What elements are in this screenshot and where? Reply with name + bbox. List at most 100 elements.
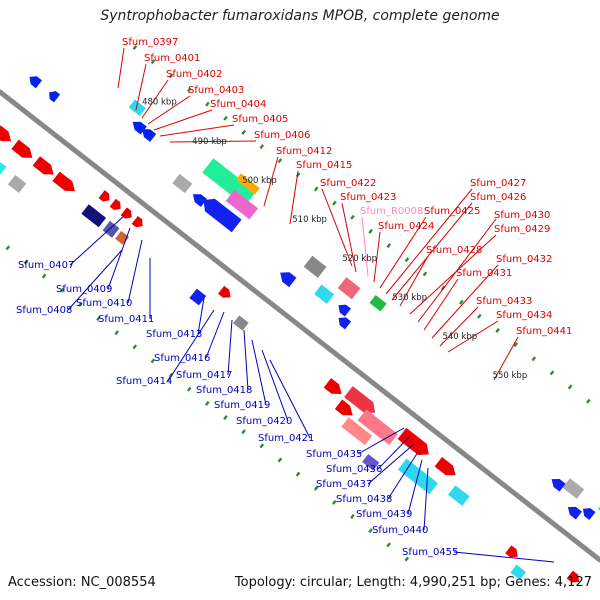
leader-line — [263, 156, 279, 207]
gene-feature — [7, 174, 27, 193]
leader-line — [197, 297, 205, 335]
tick-mark — [368, 228, 373, 234]
tick-mark — [386, 243, 392, 249]
scale-label: 530 kbp — [392, 293, 427, 303]
tick-mark — [150, 59, 156, 65]
gene-label-sfum-0429: Sfum_0429 — [494, 224, 550, 235]
gene-label-sfum-0397: Sfum_0397 — [122, 37, 178, 48]
gene-feature — [344, 386, 376, 414]
leader-line — [251, 339, 267, 406]
gene-feature — [338, 317, 352, 330]
tick-mark — [331, 499, 337, 505]
gene-label-sfum-0404: Sfum_0404 — [210, 99, 266, 110]
tick-mark — [350, 214, 355, 220]
leader-line — [67, 249, 123, 311]
gene-feature — [314, 284, 335, 304]
gene-label-sfum-0414: Sfum_0414 — [116, 376, 172, 387]
tick-mark — [259, 144, 265, 150]
scale-label: 540 kbp — [442, 332, 477, 342]
gene-label-sfum-0423: Sfum_0423 — [340, 192, 396, 203]
gene-label-sfum-0426: Sfum_0426 — [470, 192, 526, 203]
gene-label-sfum-0420: Sfum_0420 — [236, 416, 292, 427]
backbone-line — [0, 89, 600, 563]
gene-feature — [338, 304, 352, 317]
gene-label-sfum-0416: Sfum_0416 — [154, 353, 210, 364]
gene-label-sfum-0438: Sfum_0438 — [336, 494, 392, 505]
gene-label-sfum-0425: Sfum_0425 — [424, 206, 480, 217]
scale-label: 510 kbp — [292, 215, 327, 225]
leader-line — [357, 427, 405, 455]
tick-mark — [549, 370, 555, 376]
tick-mark — [313, 186, 319, 192]
tick-mark — [223, 415, 228, 420]
gene-feature — [0, 125, 12, 142]
leader-line — [447, 320, 499, 353]
leader-line — [169, 140, 257, 143]
leader-line — [127, 239, 143, 304]
leader-line — [167, 309, 215, 382]
gene-feature — [567, 506, 582, 520]
tick-mark — [313, 485, 319, 491]
leader-line — [367, 443, 415, 485]
gene-feature — [551, 479, 566, 492]
leader-line — [141, 79, 169, 119]
tick-mark — [78, 301, 83, 307]
gene-label-sfum-0440: Sfum_0440 — [372, 525, 428, 536]
gene-feature — [81, 204, 107, 228]
gene-label-sfum-0412: Sfum_0412 — [276, 146, 332, 157]
tick-mark — [350, 514, 355, 519]
gene-feature — [362, 454, 380, 471]
gene-feature — [303, 255, 327, 278]
tick-mark — [458, 299, 464, 305]
tick-mark — [513, 342, 519, 348]
leader-line — [385, 188, 473, 295]
tick-mark — [422, 271, 428, 277]
tick-mark — [295, 471, 301, 477]
leader-line — [379, 216, 427, 289]
leader-line — [417, 218, 497, 323]
accession-text: Accession: NC_008554 — [8, 575, 156, 590]
tick-mark — [132, 344, 138, 350]
gene-feature — [510, 564, 527, 580]
leader-line — [341, 202, 357, 273]
gene-label-sfum-0415: Sfum_0415 — [296, 160, 352, 171]
gene-label-sfum-0406: Sfum_0406 — [254, 130, 310, 141]
gene-label-sfum-0408: Sfum_0408 — [16, 305, 72, 316]
tick-mark — [23, 259, 29, 265]
tick-mark — [241, 129, 247, 135]
gene-label-sfum-0405: Sfum_0405 — [232, 114, 288, 125]
tick-mark — [368, 528, 373, 534]
tick-mark — [204, 400, 210, 406]
tick-mark — [59, 287, 65, 293]
label-leaders — [67, 47, 555, 563]
gene-feature — [448, 485, 470, 506]
gene-label-sfum-0436: Sfum_0436 — [326, 464, 382, 475]
leader-line — [205, 311, 225, 359]
tick-mark — [223, 115, 228, 121]
gene-feature — [233, 315, 249, 331]
tick-mark — [114, 330, 120, 336]
gene-label-sfum-0422: Sfum_0422 — [320, 178, 376, 189]
gene-feature — [323, 378, 342, 394]
gene-feature — [225, 189, 259, 220]
gene-label-sfum-0401: Sfum_0401 — [144, 53, 200, 64]
gene-feature — [582, 508, 596, 521]
leader-line — [117, 47, 125, 89]
gene-label-sfum-0424: Sfum_0424 — [378, 221, 434, 232]
leader-line — [269, 359, 311, 439]
tick-mark — [5, 245, 11, 251]
leader-line — [135, 63, 147, 111]
gene-feature — [189, 288, 207, 306]
leader-line — [159, 124, 235, 137]
gene-feature — [505, 545, 518, 558]
gene-feature — [128, 99, 146, 117]
gene-feature — [337, 277, 361, 300]
leader-line — [289, 170, 299, 225]
leader-line — [361, 216, 369, 277]
scale-label: 490 kbp — [192, 137, 227, 147]
gene-label-sfum-0435: Sfum_0435 — [306, 449, 362, 460]
leader-line — [453, 551, 555, 563]
tick-mark — [96, 316, 101, 321]
